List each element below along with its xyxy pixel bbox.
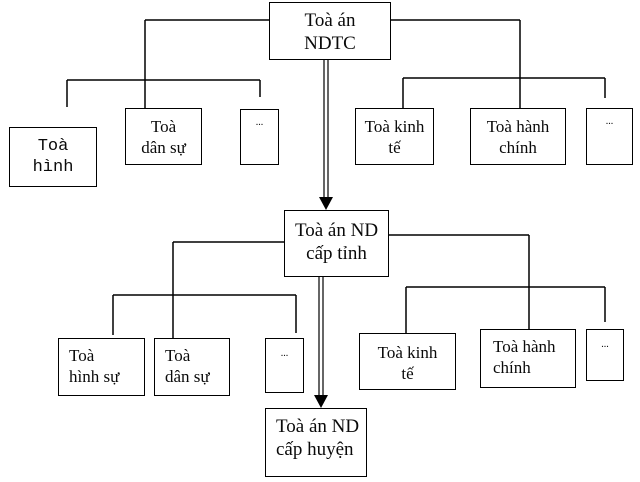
provincial-economic-court-box: Toà kinh tế [359,333,456,390]
supreme-criminal-court-box: Toà hình [9,127,97,187]
criminal-court-label-line2: hình [32,158,74,177]
civil-court-label-line2: dân sự [141,138,186,157]
district-court-box: Toà án ND cấp huyện [265,408,367,477]
provincial-right-connector [389,234,606,333]
arrow-provincial-to-district [318,277,324,396]
provincial-civil-court-box: Toà dân sự [154,338,230,396]
administrative-court-label-line1: Toà hành [493,337,556,356]
economic-court-label-line2: tế [401,364,414,383]
administrative-court-label-line2: chính [499,138,537,157]
civil-court-label-line1: Toà [150,117,177,136]
provincial-court-box: Toà án ND cấp tỉnh [284,210,389,277]
supreme-court-label-line2: NDTC [304,33,356,54]
provincial-left-connector [112,241,297,338]
supreme-court-box: Toà án NDTC [269,2,391,60]
supreme-administrative-court-box: Toà hành chính [470,108,566,165]
provincial-court-label-line2: cấp tỉnh [306,243,367,264]
supreme-other-court-box: ... [240,109,279,165]
arrowhead-provincial-to-district [314,395,328,408]
other-court-ellipsis: ... [601,339,609,350]
arrow-supreme-to-provincial [323,60,329,198]
administrative-court-label-line1: Toà hành [486,117,550,136]
other-court-ellipsis: ... [280,348,289,359]
criminal-court-label-line1: Toà [69,346,95,365]
economic-court-label-line2: tế [388,138,401,157]
district-court-label-line1: Toà án ND [276,416,360,437]
supreme-left-connector [66,19,269,108]
other-court-ellipsis: ... [255,117,264,128]
supreme-civil-court-box: Toà dân sự [125,108,202,165]
provincial-administrative-court-box: Toà hành chính [480,329,576,388]
other-court-ellipsis: ... [605,116,614,127]
arrowhead-supreme-to-provincial [319,197,333,210]
provincial-other-court-box: ... [265,338,304,393]
supreme-right-connector [391,19,606,108]
district-court-label-line2: cấp huyện [276,439,354,460]
economic-court-label-line1: Toà kinh [377,343,438,362]
supreme-court-label-line1: Toà án [304,10,356,31]
civil-court-label-line1: Toà [165,346,191,365]
economic-court-label-line1: Toà kinh [364,117,425,136]
supreme-economic-court-box: Toà kinh tế [355,108,434,165]
administrative-court-label-line2: chính [493,358,531,377]
civil-court-label-line2: dân sự [165,367,210,386]
provincial-court-label-line1: Toà án ND [294,220,379,241]
provincial-criminal-court-box: Toà hình sự [58,338,145,396]
supreme-other-court-box-2: ... [586,108,633,165]
provincial-other-court-box-2: ... [586,329,624,381]
criminal-court-label-line1: Toà [37,137,69,156]
criminal-court-label-line2: hình sự [69,367,120,386]
